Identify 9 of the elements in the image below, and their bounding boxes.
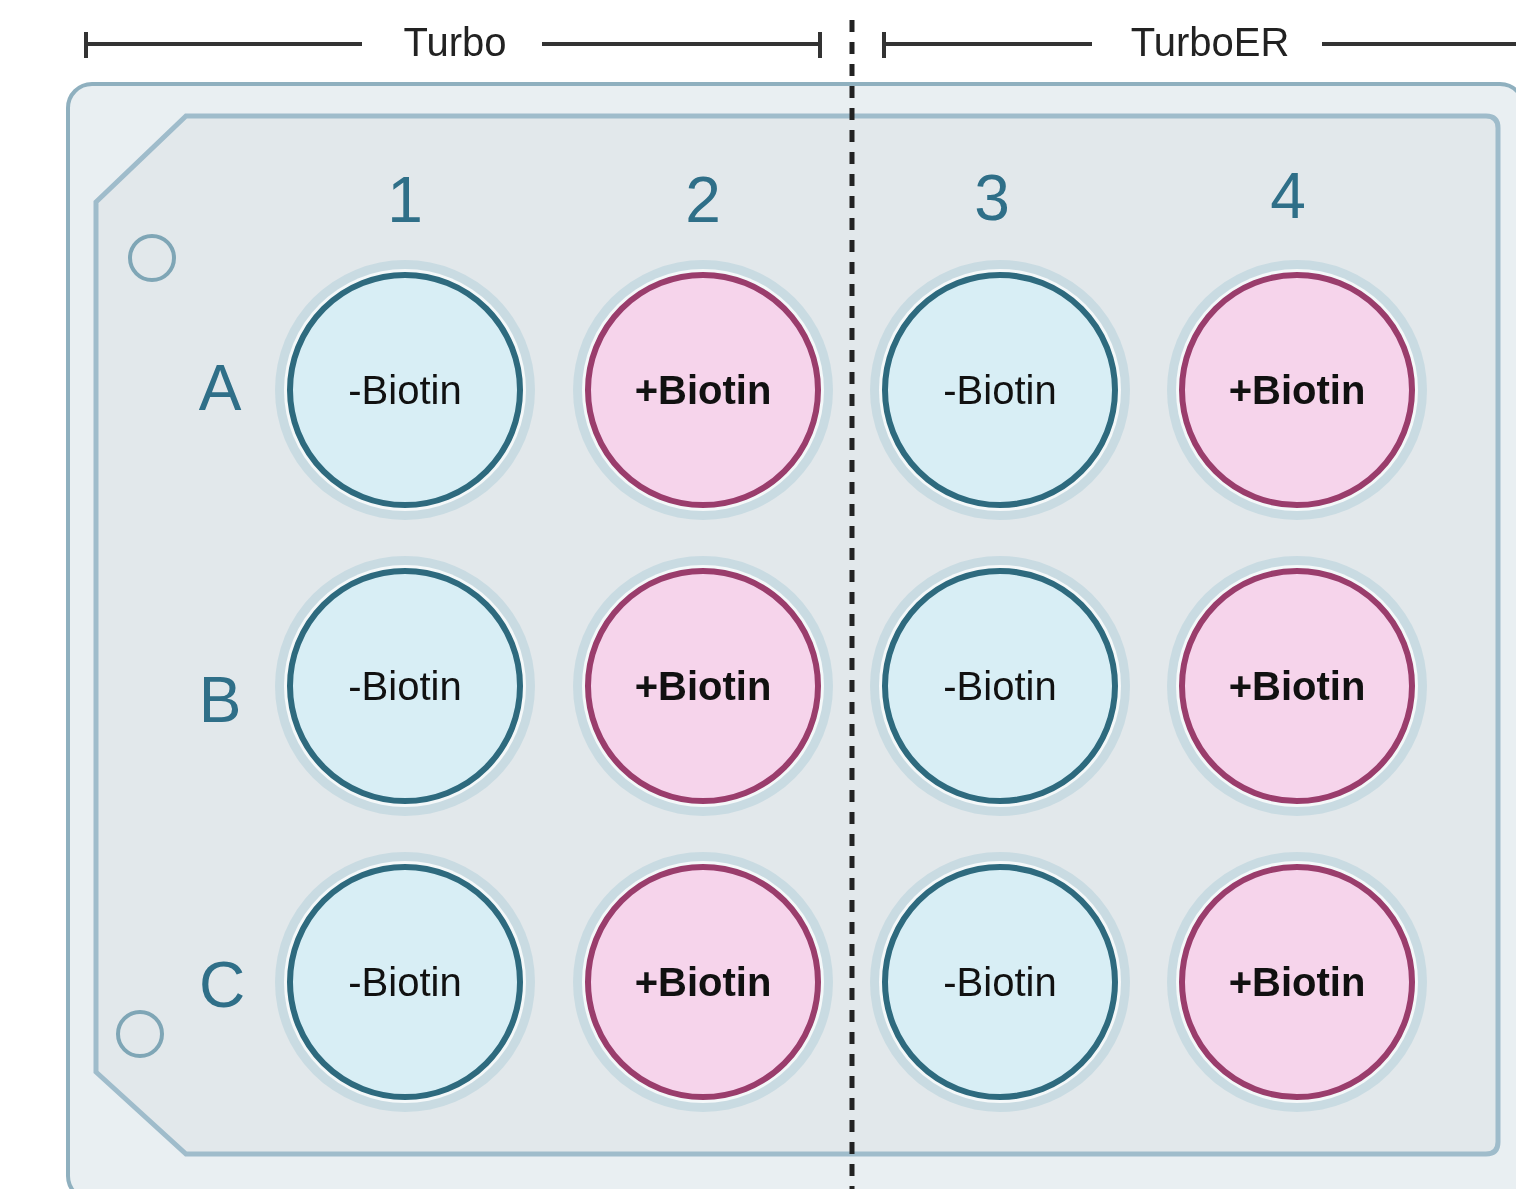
- column-number: 1: [387, 163, 423, 237]
- row-letter: A: [198, 351, 242, 425]
- column-number: 2: [685, 163, 721, 237]
- column-number: 3: [974, 161, 1010, 235]
- group-label: TurboER: [1130, 19, 1290, 65]
- column-number: 4: [1270, 159, 1306, 233]
- row-letter: B: [198, 663, 242, 737]
- group-label: Turbo: [403, 19, 507, 65]
- row-letter: C: [198, 948, 246, 1022]
